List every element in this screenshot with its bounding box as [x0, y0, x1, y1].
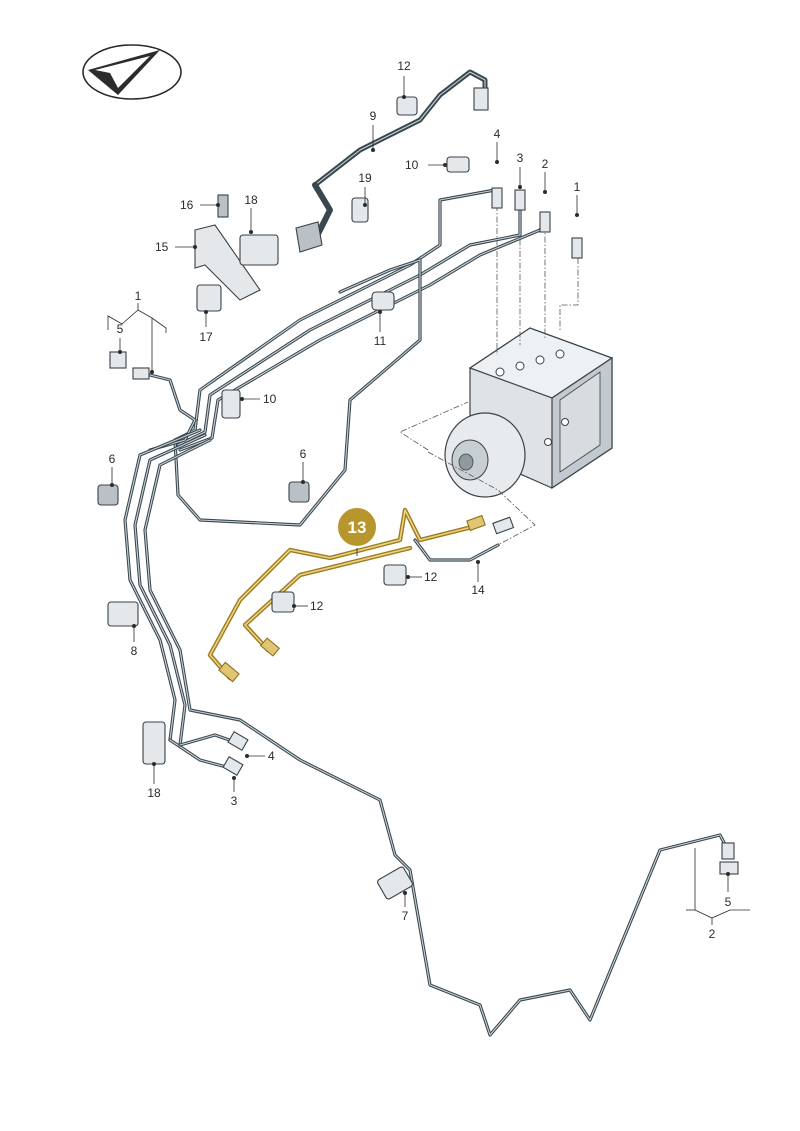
- highlight-badge-13[interactable]: 13: [336, 506, 378, 548]
- abs-hydraulic-unit: [444, 327, 614, 498]
- callout-14: 14: [471, 583, 485, 597]
- callout-19: 19: [358, 171, 372, 185]
- alignment-lines: [399, 205, 579, 561]
- callout-2: 2: [709, 927, 716, 941]
- callout-1: 1: [135, 289, 142, 303]
- callouts: 12 9 10 19 4 3 2 1 16 18 15 1 5 17 11 10…: [109, 59, 732, 941]
- callout-2: 2: [542, 157, 549, 171]
- callout-18: 18: [244, 193, 258, 207]
- callout-6: 6: [109, 452, 116, 466]
- callout-12: 12: [424, 570, 438, 584]
- callout-4: 4: [268, 749, 275, 763]
- callout-9: 9: [370, 109, 377, 123]
- callout-5: 5: [117, 322, 124, 336]
- callout-5: 5: [725, 895, 732, 909]
- callout-17: 17: [199, 330, 213, 344]
- callout-1: 1: [574, 180, 581, 194]
- callout-3: 3: [517, 151, 524, 165]
- callout-16: 16: [180, 198, 194, 212]
- callout-10: 10: [405, 158, 419, 172]
- callout-8: 8: [131, 644, 138, 658]
- callout-6: 6: [300, 447, 307, 461]
- callout-12: 12: [310, 599, 324, 613]
- callout-11: 11: [374, 334, 387, 348]
- brake-pipes: [123, 69, 730, 1037]
- clips: [97, 96, 739, 900]
- leader-lines: [107, 76, 750, 925]
- callout-18: 18: [147, 786, 161, 800]
- callout-15: 15: [155, 240, 169, 254]
- check-arrow-logo-icon: [82, 44, 182, 100]
- fittings: [132, 87, 735, 860]
- callout-7: 7: [402, 909, 409, 923]
- callout-3: 3: [231, 794, 238, 808]
- callout-4: 4: [494, 127, 501, 141]
- callout-10: 10: [263, 392, 277, 406]
- callout-12: 12: [397, 59, 411, 73]
- highlight-badge-label: 13: [348, 518, 367, 537]
